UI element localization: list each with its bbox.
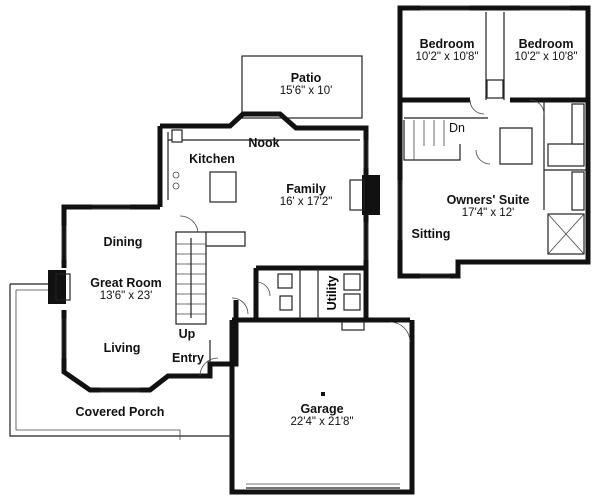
upper-stair — [403, 120, 461, 161]
bedroom-left-name: Bedroom — [419, 37, 475, 51]
upper-floor-walls — [397, 5, 591, 279]
covered-porch-outline — [9, 283, 232, 437]
garage-dims: 22'4" x 21'8" — [290, 416, 354, 429]
living-exterior-wall — [61, 310, 239, 393]
room-label-garage: Garage 22'4" x 21'8" — [276, 402, 368, 429]
patio-name: Patio — [290, 71, 322, 85]
closet — [499, 127, 533, 165]
dining-name: Dining — [103, 235, 143, 249]
kitchen-name: Kitchen — [189, 152, 235, 166]
upper-exterior-wall — [160, 111, 369, 320]
garage-walls — [229, 320, 415, 495]
family-dims: 16' x 17'2" — [279, 196, 333, 209]
kitchen-sink — [171, 129, 183, 143]
bedroom-right-dims: 10'2" x 10'8" — [514, 51, 578, 64]
family-name: Family — [286, 182, 326, 196]
powder-sink — [279, 295, 293, 311]
bedroom-left-dims: 10'2" x 10'8" — [415, 51, 479, 64]
living-name: Living — [103, 341, 141, 355]
room-label-kitchen: Kitchen — [182, 152, 242, 166]
great-room-name: Great Room — [90, 276, 162, 290]
bedroom-right-name: Bedroom — [518, 37, 574, 51]
room-label-utility: Utility — [325, 275, 339, 311]
room-label-bedroom-left: Bedroom 10'2" x 10'8" — [412, 37, 482, 64]
garage-name: Garage — [300, 402, 344, 416]
patio-dims: 15'6" x 10' — [279, 85, 333, 98]
patio-outline — [241, 55, 363, 119]
upper-exterior-wall — [397, 5, 591, 279]
owners-suite-dims: 17'4" x 12' — [461, 207, 515, 220]
up-label: Up — [178, 327, 196, 341]
sitting-name: Sitting — [411, 227, 451, 241]
owners-suite-name: Owners' Suite — [446, 193, 530, 207]
kitchen-island — [209, 171, 237, 203]
toilet — [277, 273, 293, 289]
room-label-bedroom-right: Bedroom 10'2" x 10'8" — [510, 37, 582, 64]
room-label-patio: Patio 15'6" x 10' — [270, 71, 342, 98]
covered-porch-name: Covered Porch — [75, 405, 165, 419]
room-label-living: Living — [96, 341, 148, 355]
dining-exterior-wall — [61, 204, 160, 268]
room-label-sitting: Sitting — [406, 227, 456, 241]
stair-label-dn: Dn — [444, 121, 470, 135]
room-label-dining: Dining — [96, 235, 150, 249]
dryer — [343, 293, 361, 311]
fireplace-great-room — [48, 270, 66, 304]
main-floor-walls — [9, 55, 415, 495]
great-room-dims: 13'6" x 23' — [99, 290, 153, 303]
room-label-owners-suite: Owners' Suite 17'4" x 12' — [440, 193, 536, 220]
room-label-entry: Entry — [168, 351, 208, 365]
room-label-family: Family 16' x 17'2" — [268, 182, 344, 209]
nook-name: Nook — [248, 136, 280, 150]
garage-center-marker — [321, 392, 325, 396]
vanity-1 — [571, 103, 585, 145]
stair-label-up: Up — [176, 327, 198, 341]
vanity-2 — [571, 171, 585, 211]
tub — [547, 143, 585, 167]
entry-name: Entry — [172, 351, 204, 365]
fireplace-family — [362, 175, 380, 215]
room-label-nook: Nook — [244, 136, 284, 150]
dn-label: Dn — [449, 121, 465, 135]
room-label-covered-porch: Covered Porch — [70, 405, 170, 419]
washer — [343, 273, 361, 291]
main-stair — [175, 231, 207, 325]
room-label-great-room: Great Room 13'6" x 23' — [82, 276, 170, 303]
